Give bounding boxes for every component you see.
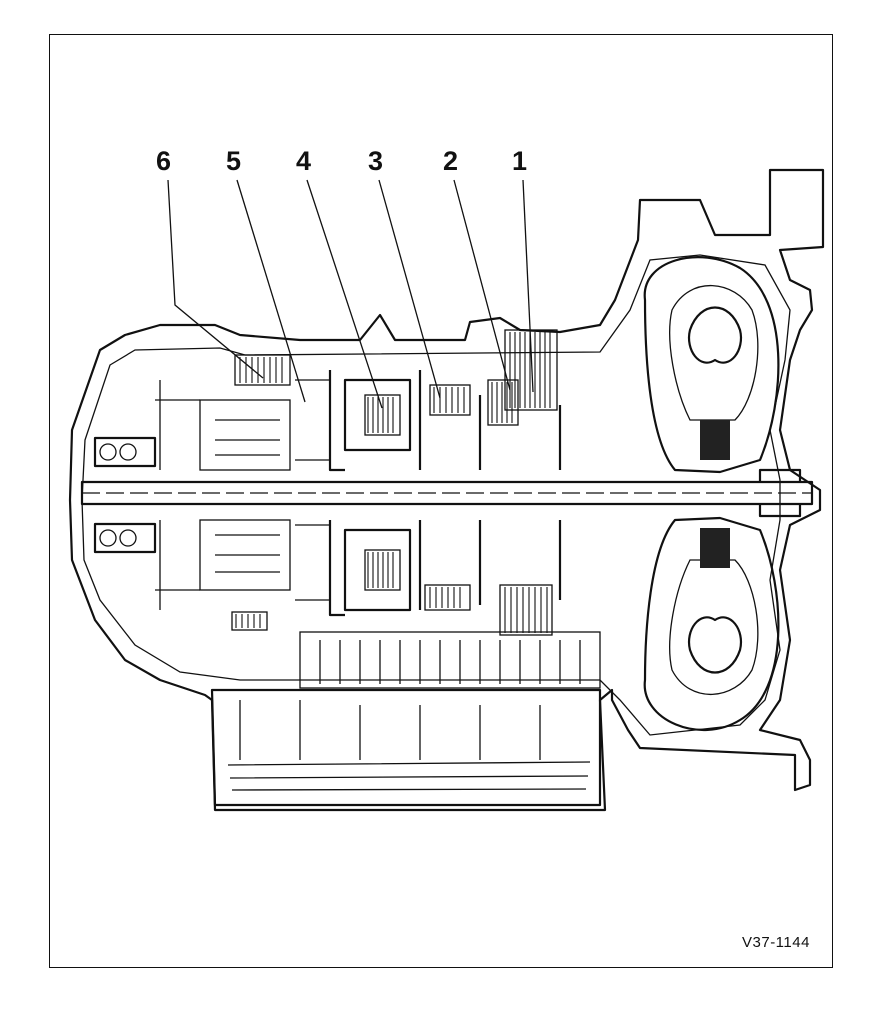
figure-frame — [49, 34, 833, 968]
planetary-gear-sets — [199, 370, 562, 617]
torque-converter — [643, 256, 780, 731]
housing-outline — [68, 168, 825, 812]
leader-4 — [306, 179, 383, 409]
housing-inner-wall — [81, 254, 791, 736]
callout-4: 4 — [296, 146, 311, 176]
clutch-pack-lower-set — [231, 528, 553, 636]
valve-body — [299, 631, 601, 689]
leader-5 — [236, 179, 306, 403]
leader-1 — [522, 179, 534, 393]
callout-leaders — [167, 179, 534, 409]
callout-3: 3 — [368, 146, 383, 176]
rear-output-section — [93, 380, 200, 610]
callout-5: 5 — [226, 146, 241, 176]
clutch-pack-3-upper — [429, 384, 471, 416]
clutch-pack-4-upper — [343, 378, 412, 452]
leader-3 — [378, 179, 441, 399]
callout-1: 1 — [512, 146, 527, 176]
oil-pan — [210, 688, 602, 807]
clutch-pack-2-upper — [487, 379, 519, 426]
leader-2 — [453, 179, 511, 391]
callout-6: 6 — [156, 146, 171, 176]
callout-2: 2 — [443, 146, 458, 176]
leader-6 — [167, 179, 264, 379]
clutch-pack-5-upper — [234, 354, 291, 386]
figure-id-label: V37-1144 — [742, 934, 810, 951]
